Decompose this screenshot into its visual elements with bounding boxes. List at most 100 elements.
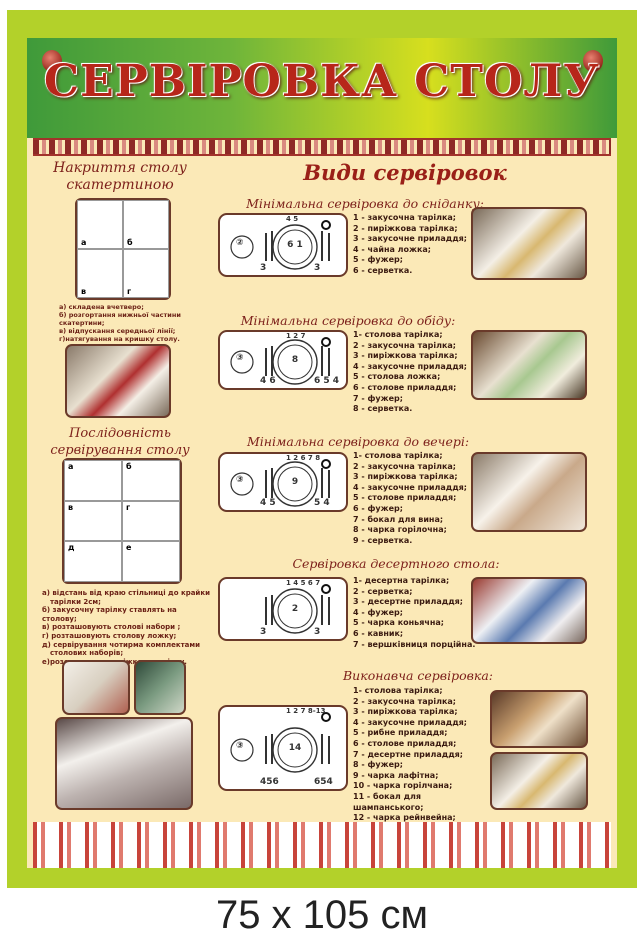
list-item: 9 - серветка. [353, 535, 413, 545]
plate-label: 9 [291, 477, 299, 487]
list-item: 2 - закусочна тарілка; [353, 340, 456, 350]
list-item: 1- столова тарілка; [353, 686, 443, 695]
place-setting-icon [230, 337, 331, 385]
list-item: 2 - закусочна тарілка; [353, 461, 456, 471]
list-item: 2 - закусочна тарілка; [353, 696, 456, 706]
header-band [27, 38, 617, 138]
place-setting-diagram: 2 3 3 1 4 5 6 7 [218, 577, 348, 641]
item-list: 1 - закусочна тарілка;2 - пиріжкова тарі… [353, 213, 493, 277]
item-list: 1- столова тарілка;2 - закусочна тарілка… [353, 451, 493, 546]
list-item: 4 - закусочне приладдя; [353, 361, 467, 371]
place-setting-icon [265, 584, 331, 634]
main-heading: Види сервіровок [303, 160, 507, 185]
list-item: 8 - фужер; [353, 760, 403, 770]
size-label: 75 x 105 см [215, 893, 429, 937]
panel-letter: г [126, 502, 131, 512]
list-item: 3 - закусочне приладдя; [353, 234, 467, 244]
heading-line: Послідовність [69, 426, 171, 441]
banquet-photo [65, 344, 171, 418]
setting-photo [471, 207, 587, 280]
caption-line: в) розташовують столові набори ; [42, 623, 181, 632]
section-title: Мінімальна сервіровка до обіду: [240, 313, 456, 328]
panel-letter: е [126, 543, 132, 553]
list-item: 5 - столова ложка; [353, 372, 441, 382]
list-item: 10 - чарка горілчана; [353, 781, 453, 791]
pin-icon [583, 50, 603, 72]
place-setting-diagram: ② 6 1 3 3 4 5 [218, 213, 348, 277]
section-title: Мінімальна сервіровка до сніданку: [246, 196, 484, 211]
setting-photo [490, 690, 588, 748]
place-setting-icon [230, 712, 331, 773]
section-title: Мінімальна сервіровка до вечері: [246, 434, 470, 449]
left-cutlery-label: 3 [260, 263, 267, 273]
list-item: 4 - чайна ложка; [353, 244, 432, 254]
glassware-label: 4 5 [286, 215, 299, 223]
caption-line: а) складена вчетверо; [59, 303, 144, 311]
right-cutlery-label: 654 [314, 777, 333, 787]
caption-line: а) відстань від краю стільниці до крайки [42, 589, 210, 597]
panel-letter: б [126, 462, 132, 471]
sequence-heading: Послідовність сервірування столу [40, 425, 200, 459]
list-item: 6 - фужер; [353, 503, 403, 513]
left-cutlery-label: 4 6 [260, 376, 276, 386]
item-list: 1- столова тарілка;2 - закусочна тарілка… [353, 686, 493, 845]
left-cutlery-label: 4 5 [260, 498, 276, 508]
bread-plate-label: ③ [236, 741, 244, 751]
list-item: 3 - пиріжкова тарілка; [353, 707, 458, 717]
plate-label: 14 [288, 743, 302, 753]
panel-letter: а [68, 462, 74, 471]
caption-line: тарілки 2см; [50, 597, 101, 606]
plate-label: 8 [291, 355, 299, 365]
bread-plate-label: ③ [236, 353, 244, 363]
setting-photo [490, 752, 588, 810]
right-cutlery-label: 3 [314, 263, 321, 273]
place-setting-diagram: ③ 14 456 654 1 2 7 8-13 [218, 705, 348, 791]
sequence-illustration: а б в г д е [62, 458, 182, 584]
list-item: 2 - пиріжкова тарілка; [353, 223, 458, 233]
list-item: 7 - десертне приладдя; [353, 749, 463, 759]
panel-letter: в [68, 502, 74, 512]
glassware-label: 1 2 6 7 8 [286, 454, 321, 462]
place-setting-icon [230, 459, 331, 507]
list-item: 3 - пиріжкова тарілка; [353, 351, 458, 361]
tablecloth-illustration: а б в г [75, 198, 171, 300]
left-cutlery-label: 456 [260, 777, 279, 787]
list-item: 4 - фужер; [353, 607, 403, 617]
list-item: 9 - чарка лафітна; [353, 770, 439, 780]
list-item: 7 - бокал для вина; [353, 514, 444, 524]
list-item: 3 - десертне приладдя; [353, 597, 463, 607]
list-item: 8 - чарка горілочна; [353, 525, 447, 535]
item-list: 1- столова тарілка;2 - закусочна тарілка… [353, 330, 493, 415]
pin-icon [42, 50, 62, 72]
list-item: 5 - чарка коньячна; [353, 618, 444, 628]
place-setting-diagram: ③ 8 4 6 6 5 4 1 2 7 [218, 330, 348, 390]
list-item: 6 - серветка. [353, 265, 413, 275]
heading-line: Накриття столу [53, 160, 187, 176]
panel-letter: б [127, 238, 133, 247]
list-item: 4 - закусочне приладдя; [353, 717, 467, 727]
ornament-border-bottom [33, 822, 611, 868]
glassware-label: 1 2 7 8-13 [286, 707, 326, 715]
list-item: 7 - фужер; [353, 393, 403, 403]
list-item: 1- десертна тарілка; [353, 576, 450, 585]
table-photo [62, 660, 130, 715]
tablecloth-heading: Накриття столу скатертиною [40, 160, 200, 194]
setting-photo [471, 330, 587, 400]
section-title: Сервіровка десертного стола: [292, 556, 500, 571]
list-item: 8 - серветка. [353, 404, 413, 414]
list-item: 6 - кавник; [353, 628, 404, 638]
glassware-label: 1 4 5 6 7 [286, 579, 321, 587]
caption-line: в) відпускання середньої лінії; [59, 327, 176, 335]
list-item: 11 - бокал для шампанського; [353, 791, 424, 812]
heading-line: скатертиною [66, 177, 174, 193]
item-list: 1- десертна тарілка;2 - серветка;3 - дес… [353, 576, 493, 650]
setting-photo [471, 452, 587, 532]
ornament-border-top [33, 138, 611, 156]
heading-line: сервірування столу [50, 443, 190, 458]
table-photo [55, 717, 193, 810]
list-item: 4 - закусочне приладдя; [353, 482, 467, 492]
right-cutlery-label: 3 [314, 627, 321, 637]
sequence-caption: а) відстань від краю стільниці до крайки… [42, 589, 212, 666]
left-cutlery-label: 3 [260, 627, 267, 637]
poster-title: СЕРВІРОВКА СТОЛУ [44, 56, 600, 107]
